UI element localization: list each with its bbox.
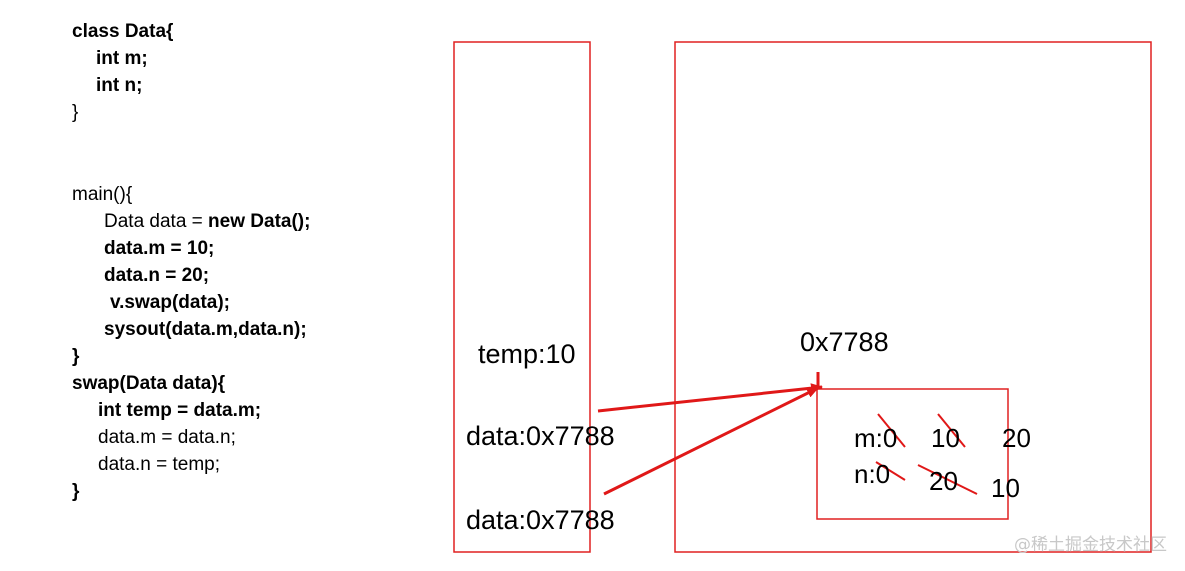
code-line-field-m: int m; <box>96 48 148 69</box>
field-m-value-20: 20 <box>1002 423 1031 453</box>
heap-object-address: 0x7788 <box>800 327 889 357</box>
code-line-swap-call: v.swap(data); <box>110 292 231 313</box>
code-line-swap-close: } <box>72 481 80 502</box>
reference-arrow-swap-data <box>597 383 823 413</box>
code-line-field-n: int n; <box>96 75 143 96</box>
watermark: @稀土掘金技术社区 <box>1014 535 1167 555</box>
strike-n-0 <box>875 461 906 481</box>
reference-arrow-main-data <box>603 386 819 496</box>
data-object-box <box>816 388 1009 520</box>
code-new-data-lhs: Data data = <box>104 211 209 232</box>
code-line-m-from-n: data.m = data.n; <box>98 427 236 448</box>
strike-m-10 <box>937 413 966 448</box>
stack-temp-var: temp:10 <box>478 339 576 369</box>
field-n-initial: n:0 <box>854 459 891 489</box>
field-n-value-10: 10 <box>991 473 1020 503</box>
code-line-new-data: Data data = new Data(); <box>104 208 310 235</box>
stack-data-ref-swap: data:0x7788 <box>466 421 615 451</box>
code-line-swap-decl: swap(Data data){ <box>72 373 226 394</box>
strike-m-0 <box>877 413 906 448</box>
code-line-temp: int temp = data.m; <box>98 400 262 421</box>
stack-frame <box>453 41 591 553</box>
code-line-class-decl: class Data{ <box>72 21 174 42</box>
code-line-assign-n: data.n = 20; <box>104 265 210 286</box>
code-listing: class Data{ int m; int n; } main(){ Data… <box>72 18 310 504</box>
code-line-assign-m: data.m = 10; <box>104 238 215 259</box>
code-line-n-from-temp: data.n = temp; <box>98 454 220 475</box>
code-new-data-rhs: new Data(); <box>208 211 311 232</box>
stack-data-ref-main: data:0x7788 <box>466 505 615 535</box>
field-m-initial: m:0 <box>854 423 898 453</box>
field-m-value-10: 10 <box>931 423 960 453</box>
field-n-value-20: 20 <box>929 466 958 496</box>
code-line-sysout: sysout(data.m,data.n); <box>104 319 307 340</box>
code-line-class-close: } <box>72 102 79 123</box>
code-line-main-close: } <box>72 346 80 367</box>
strike-n-20 <box>917 464 978 495</box>
code-line-main-decl: main(){ <box>72 184 133 205</box>
heap-frame <box>674 41 1152 553</box>
